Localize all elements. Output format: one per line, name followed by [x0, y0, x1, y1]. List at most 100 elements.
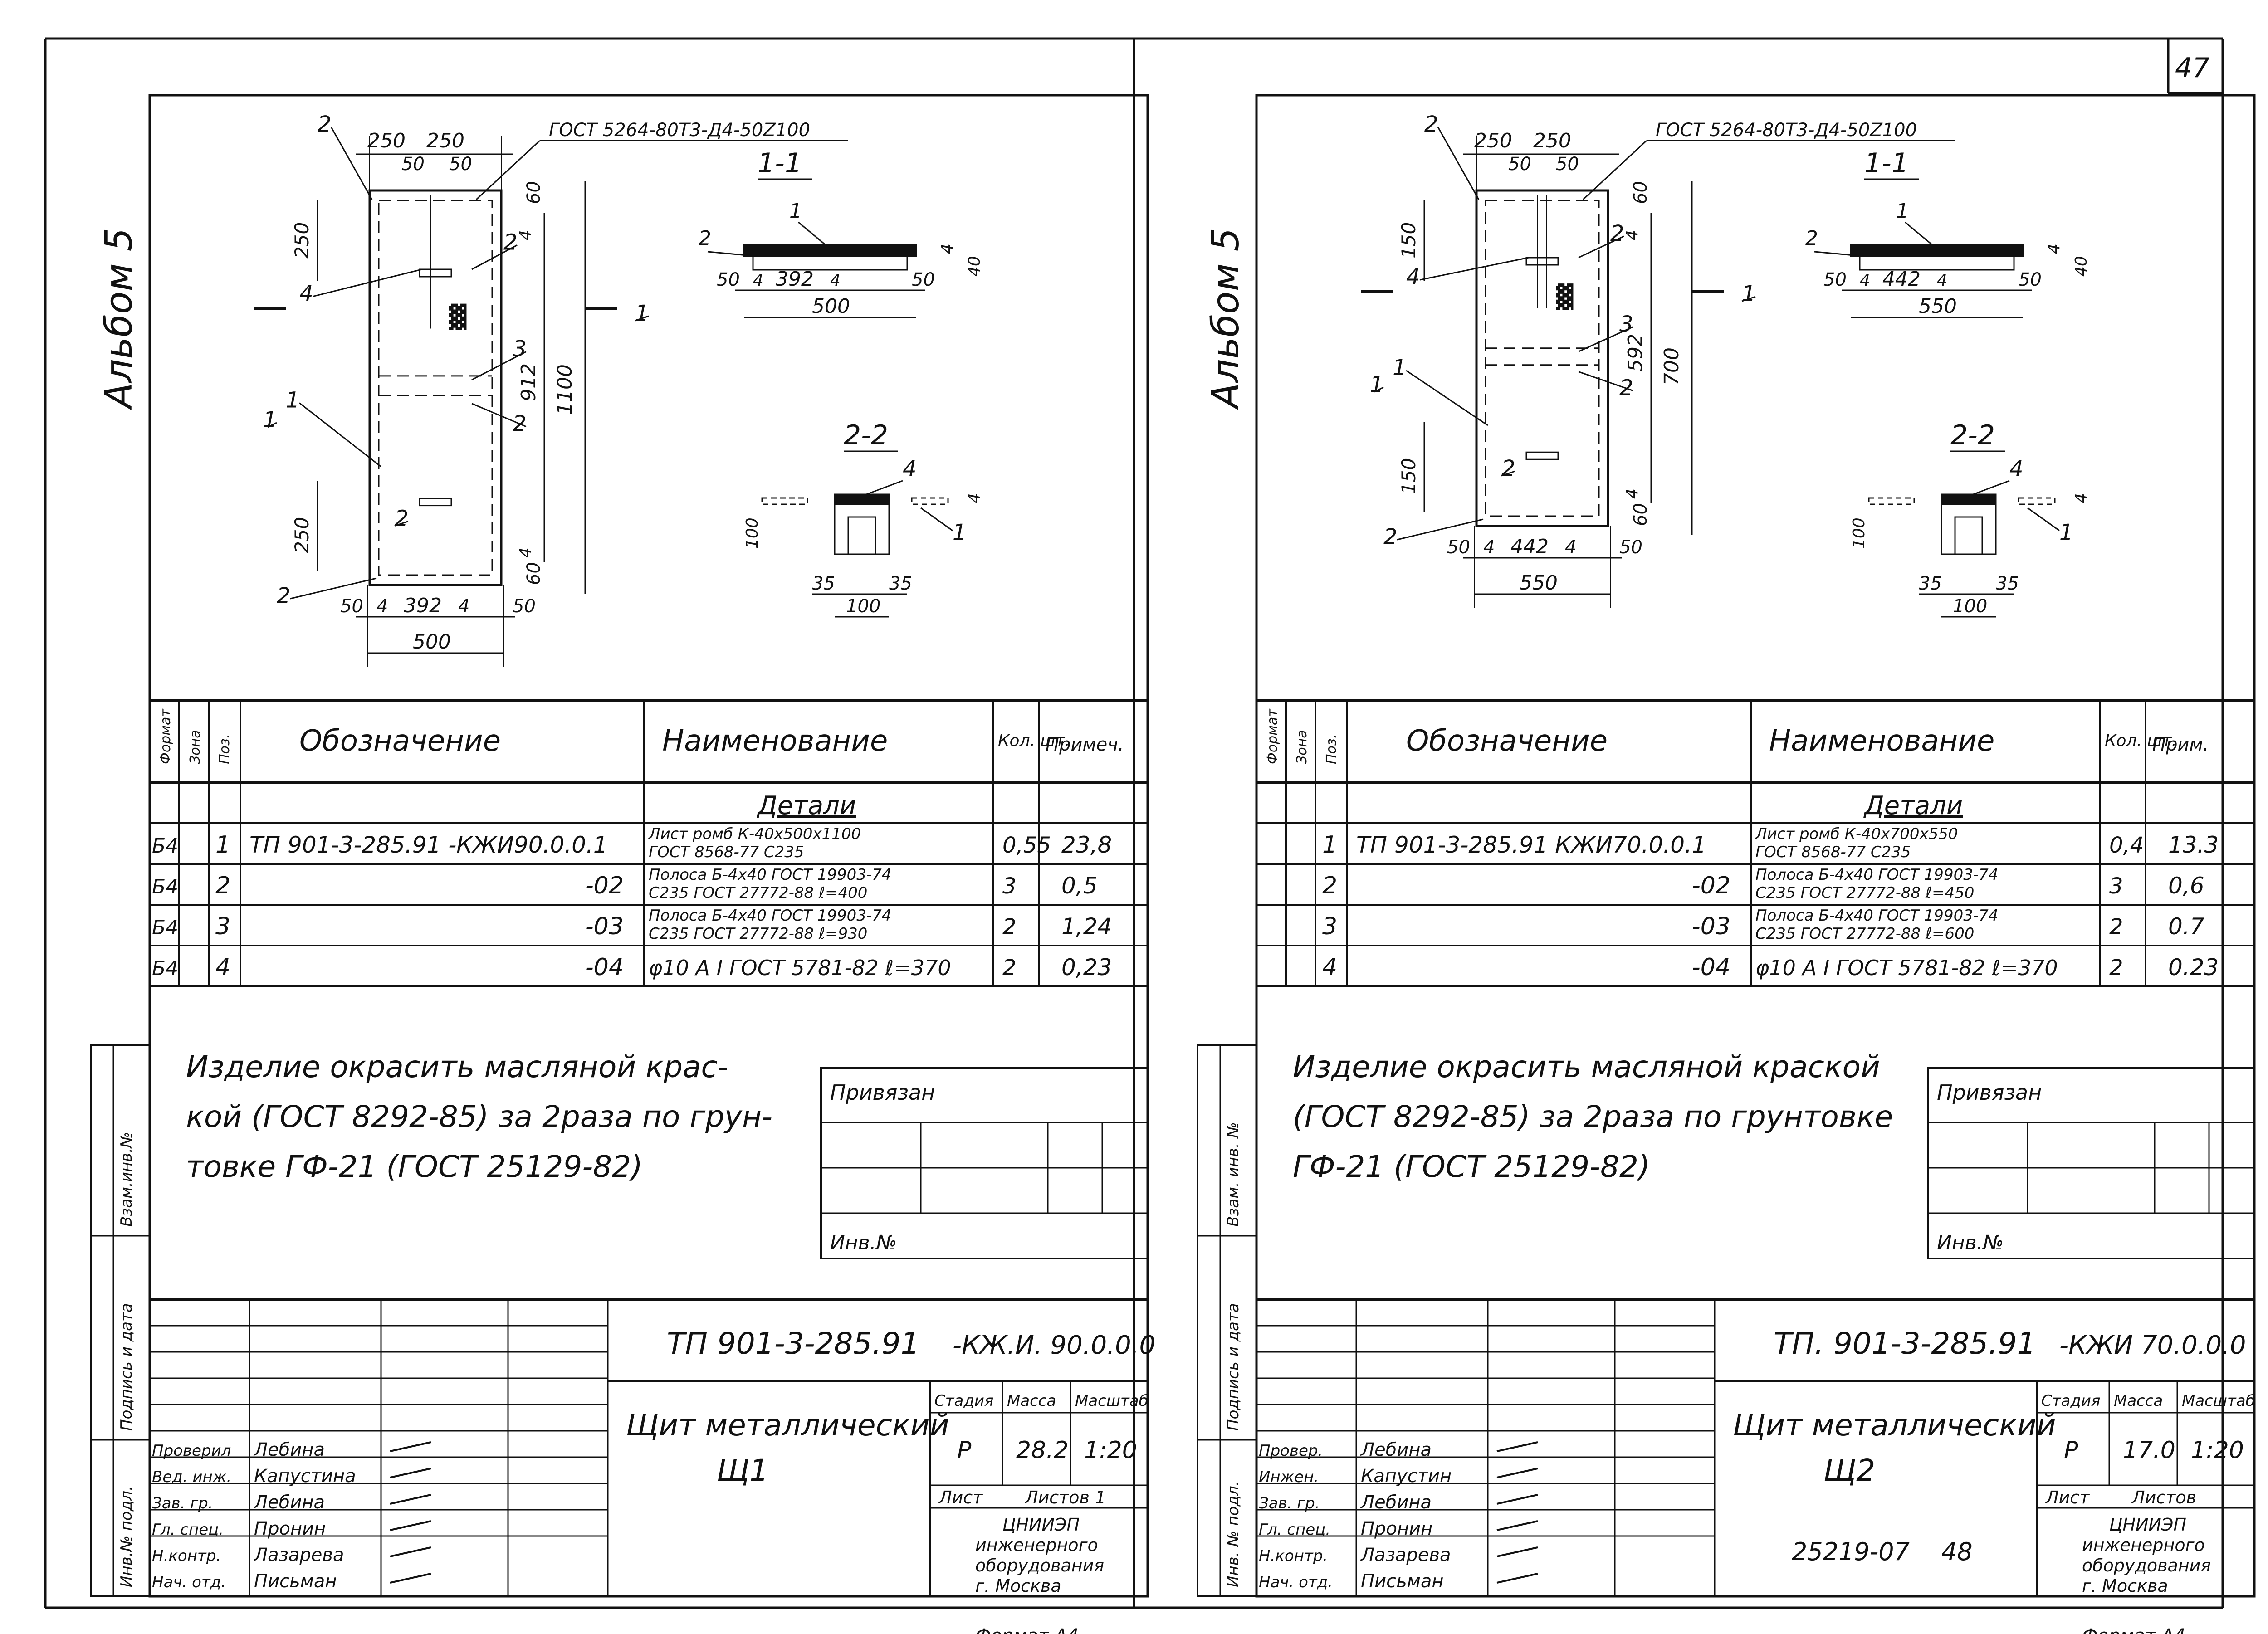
role-2: Вед. инж.	[152, 1468, 231, 1486]
position-label-10: 2	[277, 583, 291, 609]
section-2-2-w: 100	[1953, 596, 1987, 617]
section-1-1-stiffener	[752, 255, 908, 271]
position-label-6: 2	[513, 411, 527, 437]
cell-note: 0.23	[2168, 954, 2219, 980]
person-2: Капустина	[254, 1466, 356, 1487]
cell-name-2: ГОСТ 8568-77 С235	[649, 843, 804, 861]
position-label-3: 1	[1393, 355, 1407, 380]
dim-plan-b4: 4	[1565, 537, 1576, 558]
paint-note-2: кой (ГОСТ 8292-85) за 2раза по грун-	[186, 1099, 772, 1134]
line	[1814, 251, 1865, 257]
role-1: Проверил	[152, 1442, 231, 1460]
paint-note-3: ГФ-21 (ГОСТ 25129-82)	[1293, 1149, 1650, 1184]
format-label: Формат А4	[975, 1625, 1079, 1634]
section-2-2-inner	[1954, 516, 1983, 555]
line	[1496, 1520, 1538, 1531]
line	[390, 1468, 431, 1478]
line	[635, 315, 649, 322]
line	[290, 577, 377, 600]
dim-plan-b2: 4	[376, 596, 388, 617]
header-name: Наименование	[1769, 724, 1994, 758]
position-label-1: 2	[318, 112, 332, 137]
dim-plan-t4b: 4	[1623, 488, 1642, 499]
dim-plan-bot-gap: 60	[523, 562, 544, 585]
cell-pos: 1	[215, 831, 230, 858]
inv-no-label: Инв.№	[1937, 1231, 2004, 1254]
org-line-3: оборудования	[2082, 1556, 2211, 1575]
cell-note: 13.3	[2168, 832, 2219, 858]
position-label-8: 1	[1742, 281, 1756, 307]
line	[1578, 371, 1633, 391]
dim-plan-t4a: 4	[516, 230, 535, 240]
cell-designation: -03	[585, 913, 624, 940]
cell-name-1: Лист ромб К-40х500х1100	[648, 825, 861, 843]
mesh-symbol: ▓	[449, 303, 467, 330]
header-format: Формат	[158, 708, 174, 764]
section-1-1-title: 1-1	[1864, 147, 1909, 179]
cell-pos: 2	[215, 872, 230, 899]
role-5: Н.контр.	[152, 1547, 221, 1565]
cell-format: Б4	[152, 957, 178, 980]
line	[1496, 1468, 1538, 1478]
cell-name-1: Полоса Б-4х40 ГОСТ 19903-74	[649, 866, 891, 884]
cell-note: 0,6	[2168, 873, 2204, 899]
position-label-1: 2	[1424, 112, 1438, 137]
section-2-2-pos4: 4	[2009, 456, 2024, 482]
format-label: Формат А4	[2082, 1625, 2185, 1634]
privyazan-box	[820, 1067, 1149, 1259]
person-1: Лебина	[253, 1439, 325, 1460]
cell-name-2: С235 ГОСТ 27772-88 ℓ=930	[649, 925, 867, 943]
role-6: Нач. отд.	[152, 1573, 226, 1591]
line	[1496, 1573, 1538, 1584]
person-2: Капустин	[1361, 1466, 1452, 1487]
person-6: Письман	[1361, 1571, 1443, 1592]
stage-header: Стадия	[2041, 1392, 2100, 1410]
dim-plan-inner: 592	[1624, 334, 1647, 372]
cell-name-1: φ10 А I ГОСТ 5781-82 ℓ=370	[1755, 956, 2058, 980]
position-label-3: 1	[286, 388, 300, 413]
cell-qty: 2	[2109, 955, 2123, 980]
section-1-1-d3: 392	[776, 268, 814, 291]
position-label-7: 1	[1370, 372, 1384, 397]
stage-value: Р	[957, 1437, 972, 1464]
cell-name-1: Полоса Б-4х40 ГОСТ 19903-74	[649, 907, 891, 925]
line	[920, 507, 953, 532]
cell-note: 1,24	[1061, 913, 1112, 940]
cell-pos: 3	[215, 913, 230, 940]
mass-value: 28.2	[1016, 1437, 1069, 1464]
title-block: Изделие окрасить масляной краской(ГОСТ 8…	[1197, 1044, 2255, 1634]
page-number: 47	[2175, 52, 2209, 84]
section-title-details: Детали	[756, 791, 856, 820]
org-line-2: инженерного	[975, 1535, 1098, 1555]
org-line-1: ЦНИИЭП	[1002, 1515, 1080, 1535]
role-2: Инжен.	[1259, 1468, 1319, 1486]
side-orig-inv: Инв.№ подл.	[117, 1486, 136, 1587]
section-2-2-b: 35	[1996, 573, 2019, 594]
section-1-1-d2: 4	[1860, 271, 1870, 290]
doc-code: ТП 901-3-285.91	[667, 1326, 919, 1361]
dim-plan-w2: 250	[426, 129, 464, 152]
section-1-1-h: 40	[2072, 256, 2091, 277]
dim-plan-t4a: 4	[1623, 230, 1642, 240]
line	[1496, 1494, 1538, 1505]
line	[471, 244, 518, 270]
paint-note-3: товке ГФ-21 (ГОСТ 25129-82)	[186, 1149, 643, 1184]
plate-stiffener-dashed	[1485, 200, 1600, 517]
dim-plan-o1: 50	[401, 154, 425, 175]
person-1: Лебина	[1360, 1439, 1432, 1460]
cell-note: 23,8	[1061, 832, 1112, 858]
section-2-2-pos1: 1	[953, 520, 967, 545]
position-label-6: 2	[1619, 375, 1633, 400]
sheet-label: Лист	[938, 1488, 983, 1507]
role-6: Нач. отд.	[1259, 1573, 1333, 1591]
dim-plan-b4: 4	[458, 596, 469, 617]
section-1-1-d5: 50	[2019, 269, 2042, 290]
line	[390, 1494, 431, 1505]
drawing-title-2: Щ1	[717, 1453, 768, 1488]
